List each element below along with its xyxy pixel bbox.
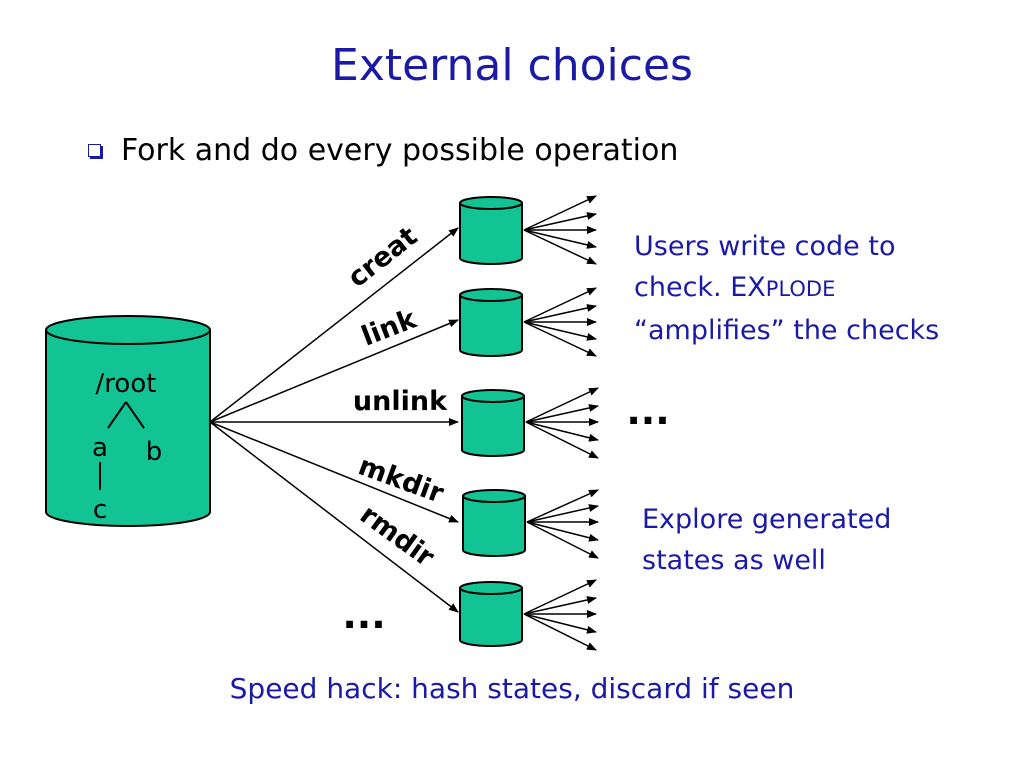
square-bullet-icon	[88, 143, 101, 157]
note-explore-states: Explore generated states as well	[642, 499, 891, 581]
fork-arrow	[209, 319, 459, 423]
note-line: Users write code to	[634, 231, 896, 262]
root-file-tree: /root a b c	[92, 369, 162, 525]
ellipsis-right: ...	[626, 389, 669, 433]
fork-arrows	[209, 227, 459, 613]
tree-node-c: c	[93, 495, 107, 525]
tree-edge	[107, 401, 127, 429]
child-state-arrows	[526, 489, 599, 559]
child-state-cylinder	[459, 196, 523, 265]
speed-hack-note: Speed hack: hash states, discard if seen	[229, 672, 795, 705]
note-line: states as well	[642, 545, 826, 576]
child-state-cylinder	[462, 489, 526, 557]
tree-node-b: b	[146, 437, 163, 467]
child-state-arrows	[523, 287, 597, 357]
note-line: Explore generated	[642, 504, 892, 535]
explode-name-smallcaps: PLODE	[765, 277, 836, 301]
explode-name: EX	[730, 272, 766, 303]
bullet-item: Fork and do every possible operation	[88, 128, 678, 172]
fork-arrow	[209, 421, 459, 523]
child-state-cylinder	[459, 288, 523, 357]
note-line: check. EXPLODE	[634, 272, 836, 303]
fork-arrow	[209, 421, 459, 613]
child-state-arrows	[523, 195, 597, 265]
fork-arrow	[209, 227, 459, 423]
child-state-arrows	[525, 387, 599, 459]
op-label-unlink: unlink	[353, 386, 448, 417]
child-state-cylinder	[461, 389, 525, 457]
tree-node-a: a	[92, 433, 108, 463]
tree-edge	[125, 401, 145, 429]
slide-title: External choices	[331, 40, 693, 91]
root-state-cylinder	[45, 315, 211, 527]
child-state-cylinder	[459, 581, 523, 647]
op-label-creat: creat	[342, 221, 423, 294]
bullet-text: Fork and do every possible operation	[121, 132, 679, 168]
ellipsis-bottom: ...	[342, 593, 385, 637]
child-state-arrows	[523, 579, 597, 651]
op-label-mkdir: mkdir	[354, 450, 448, 509]
note-line: “amplifies” the checks	[634, 315, 940, 346]
note-user-checks: Users write code to check. EXPLODE “ampl…	[634, 226, 939, 351]
tree-root-label: /root	[96, 369, 157, 399]
op-label-link: link	[357, 303, 421, 352]
